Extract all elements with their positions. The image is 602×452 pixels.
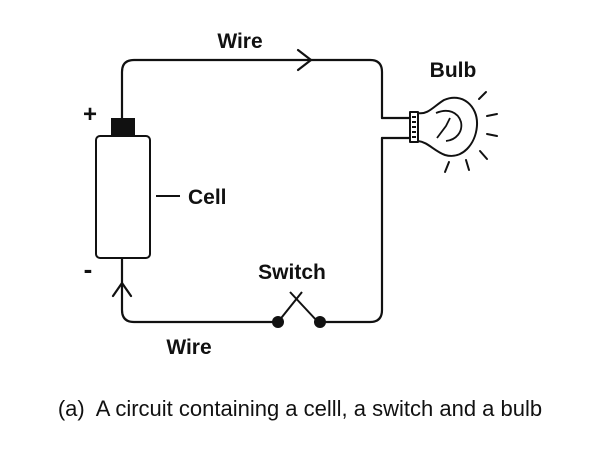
switch-icon (272, 291, 326, 328)
arrow-left-icon (111, 281, 133, 298)
wire-top (120, 58, 384, 120)
cell-body (95, 135, 151, 259)
bulb-icon (409, 96, 479, 157)
label-plus: + (83, 101, 97, 128)
wire-bottom-left (120, 256, 276, 324)
wire-bulb-return (320, 136, 384, 324)
label-cell: Cell (188, 186, 227, 209)
label-wire-top: Wire (217, 30, 262, 53)
label-minus: - (84, 254, 93, 284)
bulb-glow-rays (444, 91, 498, 173)
label-bulb: Bulb (430, 59, 477, 82)
label-wire-bottom: Wire (166, 336, 211, 359)
arrow-top-icon (296, 48, 313, 72)
cell-terminal-cap (111, 118, 135, 136)
label-switch: Switch (258, 261, 326, 284)
figure-caption: (a) A circuit containing a celll, a swit… (58, 396, 542, 421)
